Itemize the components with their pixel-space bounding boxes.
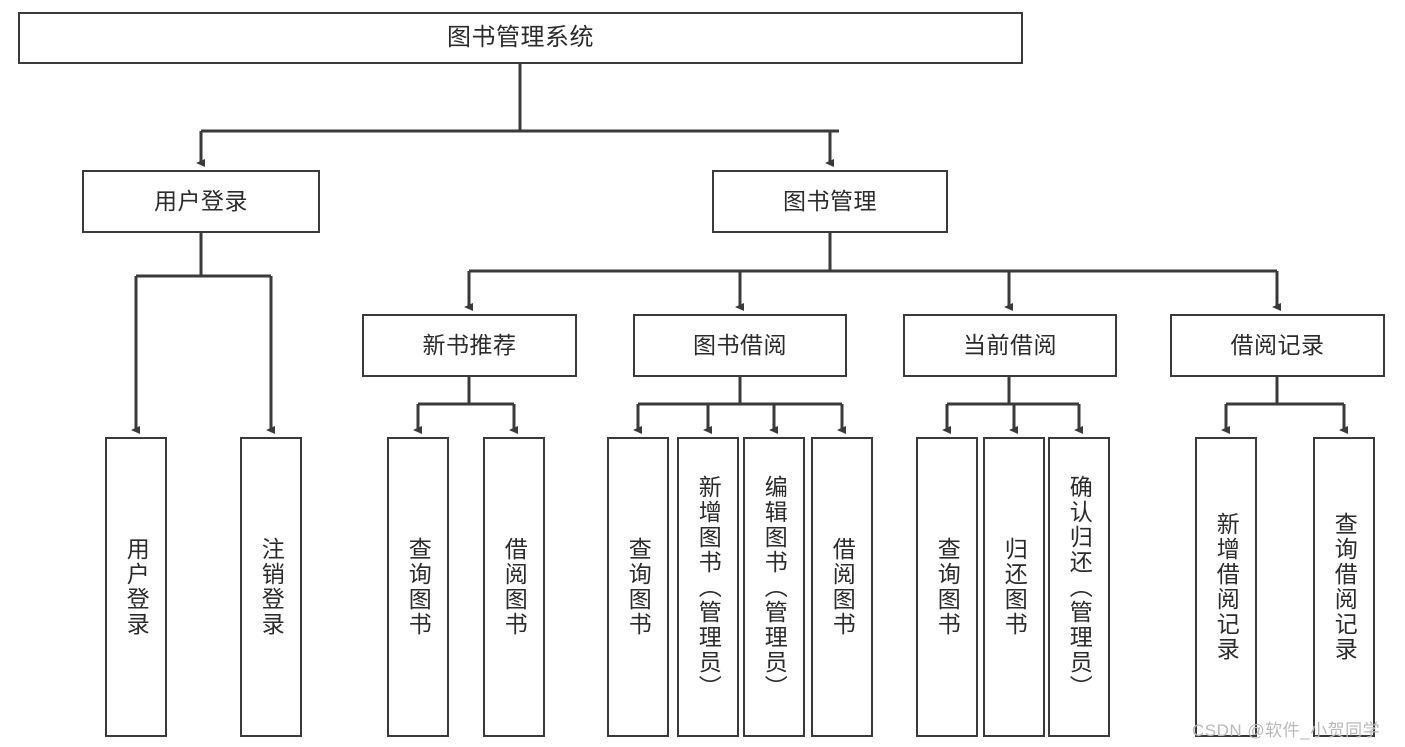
node-leaf-borrow-edit[interactable]: 编辑图书（管理员） (743, 437, 805, 737)
node-leaf-user-login[interactable]: 用户登录 (105, 437, 167, 737)
node-root[interactable]: 图书管理系统 (18, 12, 1023, 64)
node-current-borrow-label: 当前借阅 (963, 331, 1057, 358)
node-leaf-borrow-query-label: 查询图书 (625, 537, 652, 637)
node-leaf-cur-confirm[interactable]: 确认归还（管理员） (1048, 437, 1110, 737)
node-leaf-rec-add-label: 新增借阅记录 (1213, 512, 1240, 662)
node-borrow-record-label: 借阅记录 (1230, 331, 1325, 358)
node-leaf-cur-return-label: 归还图书 (1001, 537, 1028, 637)
node-new-book-rec[interactable]: 新书推荐 (362, 314, 577, 377)
node-leaf-cur-confirm-label: 确认归还（管理员） (1066, 474, 1093, 700)
node-root-label: 图书管理系统 (447, 23, 594, 51)
node-book-manage[interactable]: 图书管理 (712, 170, 948, 233)
node-leaf-cur-return[interactable]: 归还图书 (983, 437, 1045, 737)
node-user-login[interactable]: 用户登录 (82, 170, 320, 233)
node-leaf-rec-search-label: 查询借阅记录 (1331, 512, 1358, 662)
node-leaf-borrow-edit-label: 编辑图书（管理员） (761, 474, 788, 700)
node-leaf-rec-borrow[interactable]: 借阅图书 (483, 437, 545, 737)
node-leaf-borrow-do-label: 借阅图书 (829, 537, 856, 637)
node-leaf-borrow-add[interactable]: 新增图书（管理员） (677, 437, 739, 737)
node-leaf-user-logout[interactable]: 注销登录 (240, 437, 302, 737)
node-user-login-label: 用户登录 (154, 187, 248, 214)
node-leaf-rec-add[interactable]: 新增借阅记录 (1195, 437, 1257, 737)
node-leaf-rec-query-label: 查询图书 (405, 537, 432, 637)
node-new-book-rec-label: 新书推荐 (422, 331, 517, 358)
node-leaf-user-logout-label: 注销登录 (258, 537, 285, 637)
node-leaf-rec-query[interactable]: 查询图书 (387, 437, 449, 737)
node-book-manage-label: 图书管理 (783, 187, 877, 214)
node-leaf-borrow-query[interactable]: 查询图书 (607, 437, 669, 737)
node-book-borrow[interactable]: 图书借阅 (633, 314, 847, 377)
node-leaf-borrow-do[interactable]: 借阅图书 (811, 437, 873, 737)
node-current-borrow[interactable]: 当前借阅 (903, 314, 1117, 377)
node-borrow-record[interactable]: 借阅记录 (1170, 314, 1385, 377)
node-leaf-cur-query-label: 查询图书 (934, 537, 961, 637)
node-leaf-borrow-add-label: 新增图书（管理员） (695, 474, 722, 700)
node-leaf-rec-search[interactable]: 查询借阅记录 (1313, 437, 1375, 737)
node-book-borrow-label: 图书借阅 (693, 331, 787, 358)
node-leaf-cur-query[interactable]: 查询图书 (916, 437, 978, 737)
node-leaf-rec-borrow-label: 借阅图书 (501, 537, 528, 637)
node-leaf-user-login-label: 用户登录 (123, 537, 150, 637)
csdn-watermark: CSDN @软件_小贺同学 (1192, 721, 1381, 740)
